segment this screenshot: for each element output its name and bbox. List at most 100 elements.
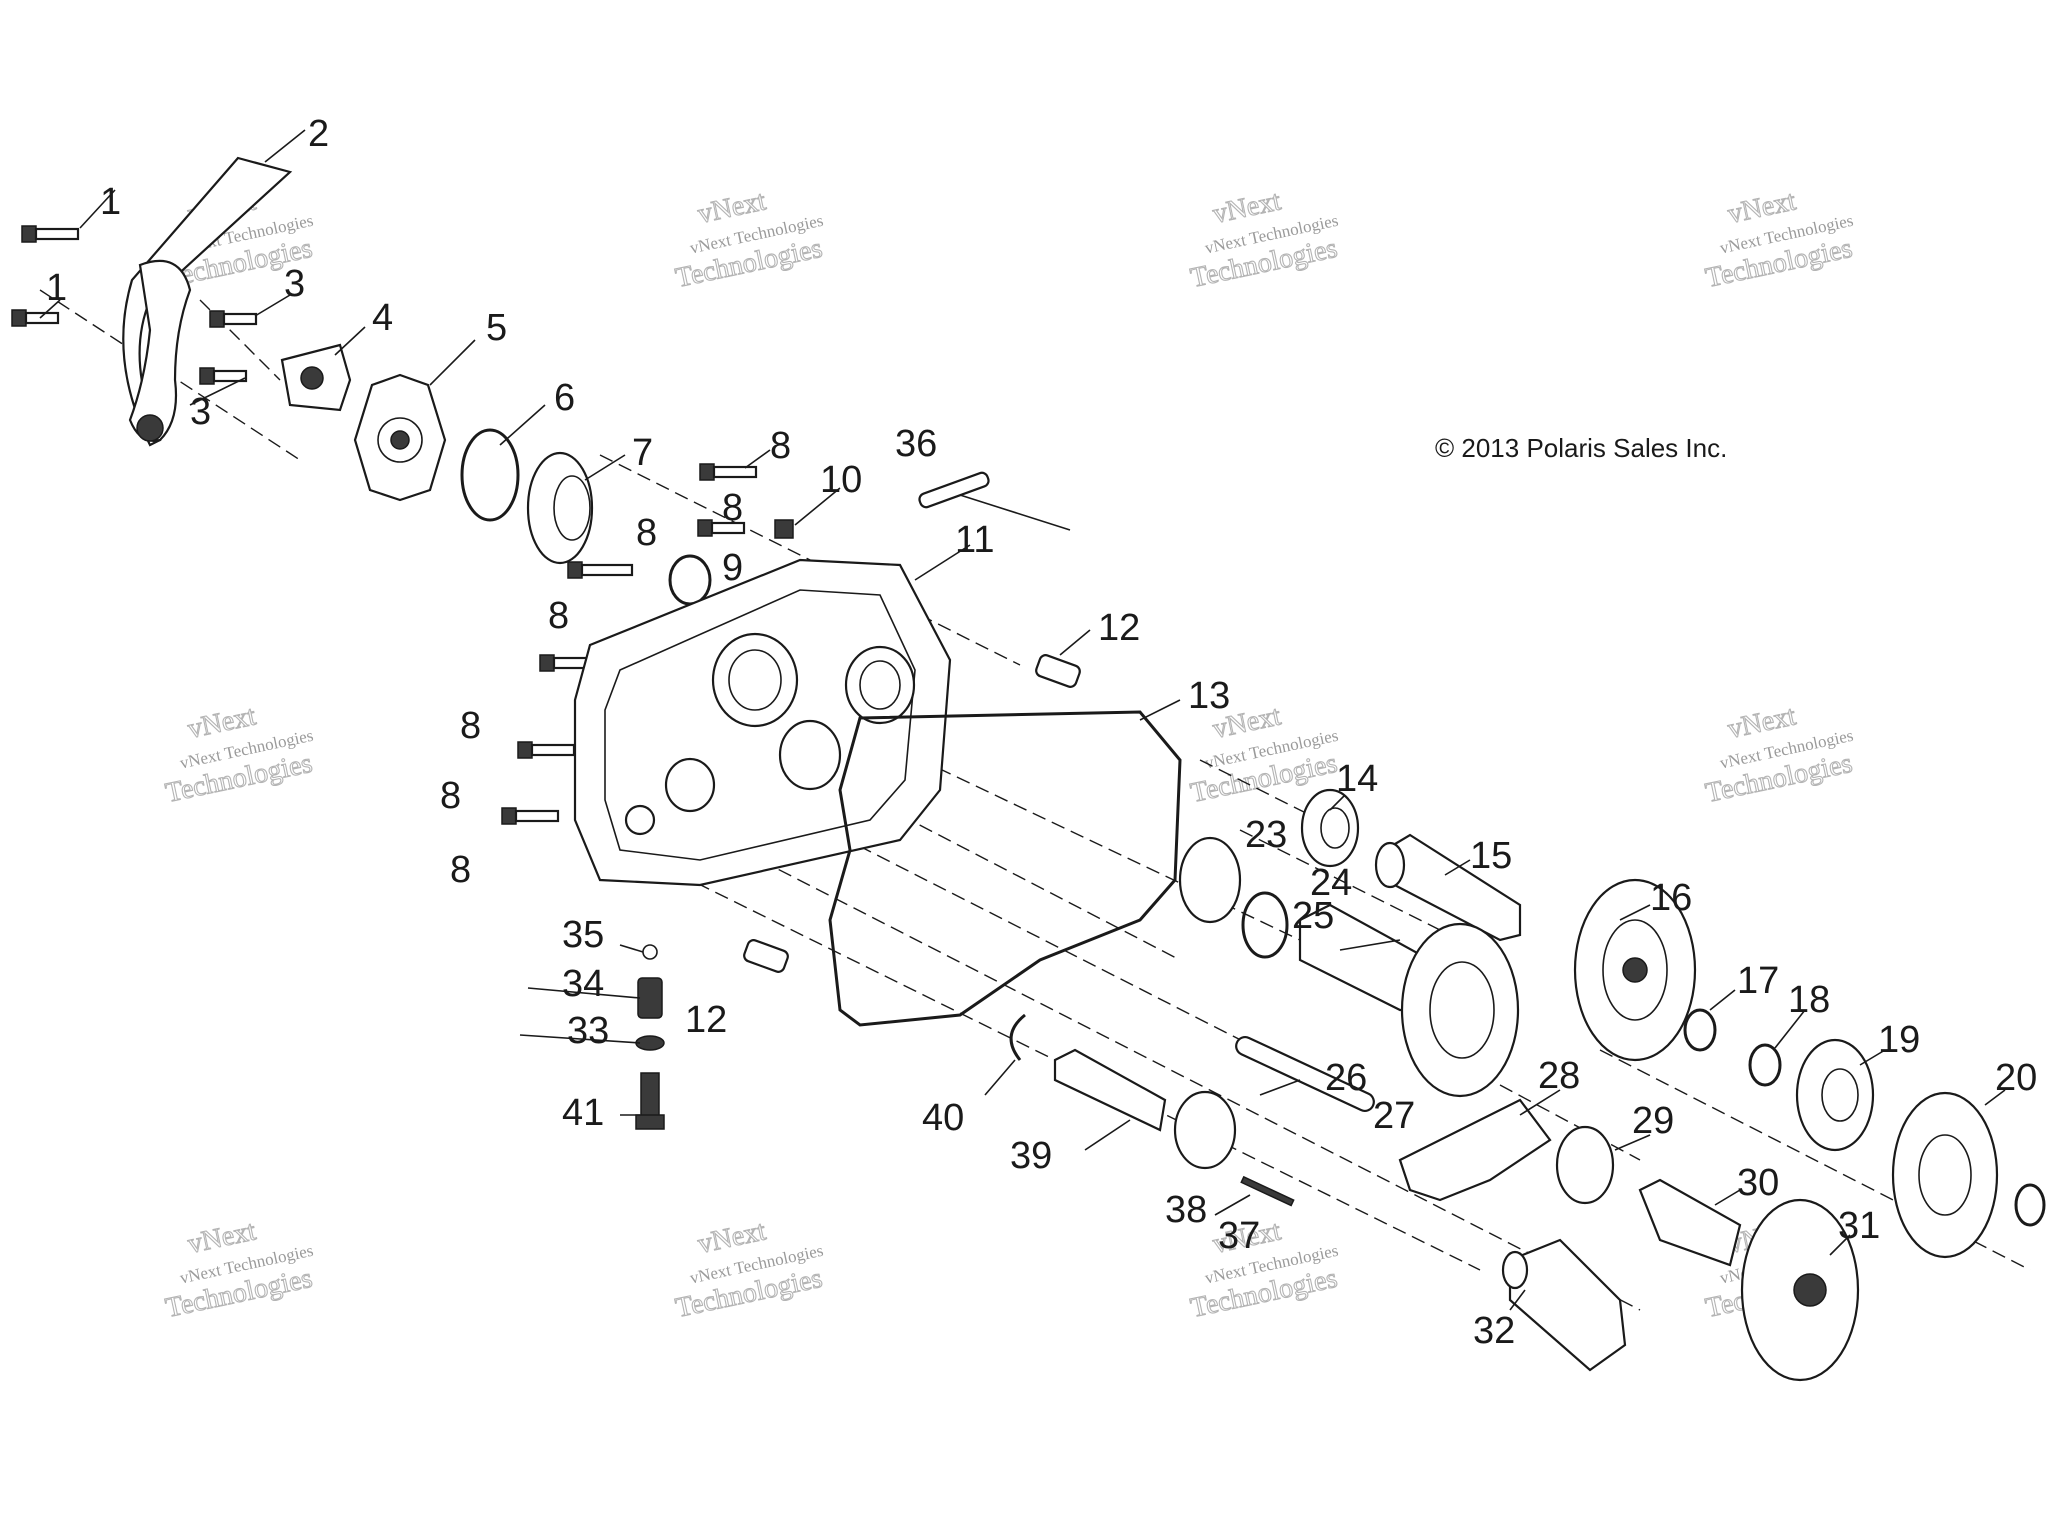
callout-label: 32 [1473, 1310, 1515, 1352]
callout-label: 8 [770, 425, 791, 467]
callout-label: 15 [1470, 835, 1512, 877]
bolt-8-e [517, 741, 576, 759]
callout-label: 41 [562, 1092, 604, 1134]
pin-36-part [918, 471, 990, 509]
callout-label: 8 [450, 849, 471, 891]
callout-label: 8 [460, 705, 481, 747]
callout-label: 17 [1737, 960, 1779, 1002]
callout-label: 18 [1788, 979, 1830, 1021]
callout-label: 33 [567, 1010, 609, 1052]
gear-16-part [1573, 878, 1697, 1062]
callout-label: 10 [820, 459, 862, 501]
copyright-notice: © 2013 Polaris Sales Inc. [1435, 433, 1727, 463]
callout-label: 8 [548, 595, 569, 637]
bolt-3-upper [209, 310, 258, 328]
drive-sprocket-part [353, 373, 447, 502]
callout-label: 13 [1188, 675, 1230, 717]
ring-24-part [1241, 891, 1289, 959]
callout-label: 24 [1310, 862, 1352, 904]
callout-label: 3 [284, 263, 305, 305]
output-shaft-30-part [1638, 1178, 1742, 1267]
gear-27-part [1400, 922, 1520, 1098]
callout-label: 29 [1632, 1100, 1674, 1142]
callout-label: 16 [1650, 877, 1692, 919]
dowel-pin-lower [743, 939, 789, 973]
bolt-8-d [539, 654, 598, 672]
callout-label: 1 [100, 181, 121, 223]
callout-label: 37 [1218, 1215, 1260, 1257]
washer-17-part [1683, 1008, 1717, 1052]
bolt-8-c [567, 561, 634, 579]
shift-shaft-39-part [1053, 1048, 1237, 1170]
callout-label: 31 [1838, 1205, 1880, 1247]
callout-label: 27 [1373, 1095, 1415, 1137]
callout-label: 28 [1538, 1055, 1580, 1097]
bolt-8-f [501, 807, 560, 825]
callout-label: 7 [632, 432, 653, 474]
bearing-14-part [1300, 788, 1360, 868]
callout-label: 35 [562, 914, 604, 956]
callout-label: 3 [190, 391, 211, 433]
snap-ring-part [460, 428, 520, 522]
bolt-8-b [697, 519, 746, 537]
gear-20-part [1891, 1091, 2046, 1259]
callout-label: 20 [1995, 1057, 2037, 1099]
callout-label: 11 [955, 519, 994, 561]
shift-fork-part [1398, 1098, 1552, 1202]
callout-label: 8 [722, 487, 743, 529]
input-shaft-part [1374, 833, 1522, 942]
callout-label: 9 [722, 547, 743, 589]
clip-40-part [1009, 1013, 1026, 1061]
callout-label: 39 [1010, 1135, 1052, 1177]
hub-19-part [1795, 1038, 1875, 1152]
plug-part [774, 519, 794, 539]
callout-label: 8 [440, 775, 461, 817]
bolt-1-lower [11, 309, 60, 327]
transmission-case-part [573, 558, 952, 887]
callout-label: 19 [1878, 1019, 1920, 1061]
sprocket-retainer-part [280, 343, 352, 412]
bolt-1-upper [21, 225, 80, 243]
callout-labels: 1 1 2 3 3 4 5 6 7 8 8 8 8 8 8 8 9 10 11 … [46, 113, 2037, 1352]
bolt-3-lower [199, 367, 248, 385]
detent-stack-part [635, 944, 665, 1130]
pin-38-part [1240, 1175, 1295, 1207]
callout-label: 25 [1292, 895, 1334, 937]
callout-label: 8 [636, 512, 657, 554]
case-gasket-part [828, 710, 1182, 1027]
callout-label: 12 [1098, 607, 1140, 649]
shift-rod-part [1235, 1036, 1375, 1112]
leader-lines [39, 129, 2006, 1311]
callout-label: 6 [554, 377, 575, 419]
clip-part [668, 554, 712, 606]
seal-23-part [1178, 836, 1242, 924]
callout-label: 5 [486, 307, 507, 349]
callout-label: 38 [1165, 1189, 1207, 1231]
callout-label: 1 [46, 267, 67, 309]
callout-label: 12 [685, 999, 727, 1041]
dowel-pin-upper [1035, 654, 1081, 688]
shift-drum-part [1501, 1238, 1627, 1372]
bolt-8-a [699, 463, 758, 481]
washer-18-part [1748, 1043, 1782, 1087]
callout-label: 36 [895, 423, 937, 465]
callout-label: 30 [1737, 1162, 1779, 1204]
callout-label: 34 [562, 963, 604, 1005]
gear-31-part [1740, 1198, 1860, 1382]
bearing-29-part [1555, 1125, 1615, 1205]
oil-seal-part [526, 451, 594, 565]
callout-label: 26 [1325, 1057, 1367, 1099]
chain-guard-part [122, 156, 293, 447]
callout-label: 2 [308, 113, 329, 155]
callout-label: 23 [1245, 814, 1287, 856]
callout-label: 4 [372, 297, 393, 339]
callout-label: 40 [922, 1097, 964, 1139]
